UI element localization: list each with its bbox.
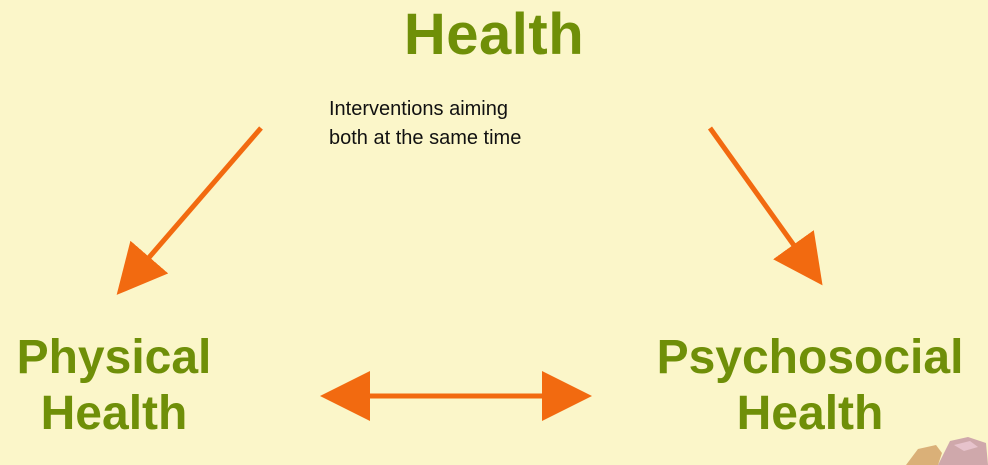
- decorative-illustration-fragment: [906, 437, 988, 465]
- arrow-health-to-psychosocial: [707, 126, 823, 286]
- interventions-note-line-2: both at the same time: [329, 127, 522, 149]
- psychosocial-health-line-2: Health: [736, 387, 884, 440]
- interventions-note: Interventions aiming both at the same ti…: [329, 95, 649, 153]
- physical-health-line-1: Physical: [16, 331, 212, 384]
- diagram-title: Health: [403, 2, 585, 67]
- physical-health-line-2: Health: [40, 387, 188, 440]
- psychosocial-health-node: Psychosocial Health: [640, 330, 980, 442]
- psychosocial-health-line-1: Psychosocial: [656, 331, 964, 384]
- interventions-note-line-1: Interventions aiming: [329, 98, 508, 120]
- arrow-health-to-physical: [116, 126, 263, 295]
- physical-health-node: Physical Health: [4, 330, 224, 442]
